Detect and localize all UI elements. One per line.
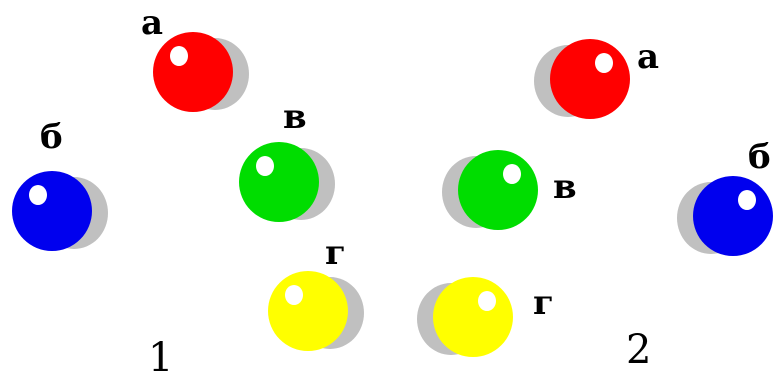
ball-1-blue — [12, 171, 108, 251]
label-2-v: в — [553, 170, 577, 204]
label-1-b: б — [40, 120, 63, 154]
label-1-a: а — [141, 6, 163, 40]
ball-2-yellow — [417, 277, 513, 357]
ball-2-green-body — [458, 150, 538, 230]
ball-2-blue-highlight — [738, 190, 756, 210]
label-2-b: б — [748, 140, 771, 174]
ball-1-red — [153, 32, 249, 112]
ball-1-yellow-highlight — [285, 285, 303, 305]
group-number-1: 1 — [148, 338, 173, 378]
ball-1-blue-highlight — [29, 185, 47, 205]
group-number-2: 2 — [626, 330, 651, 370]
ball-2-blue — [677, 176, 773, 256]
ball-1-red-body — [153, 32, 233, 112]
ball-2-green-highlight — [503, 164, 521, 184]
ball-1-red-highlight — [170, 46, 188, 66]
ball-1-yellow — [268, 271, 364, 351]
ball-2-yellow-body — [433, 277, 513, 357]
label-2-g: г — [533, 286, 554, 320]
ball-2-red — [534, 39, 630, 119]
label-1-g: г — [325, 236, 346, 270]
ball-2-red-body — [550, 39, 630, 119]
ball-1-green-highlight — [256, 156, 274, 176]
ball-1-blue-body — [12, 171, 92, 251]
label-2-a: а — [637, 40, 659, 74]
ball-1-green-body — [239, 142, 319, 222]
label-1-v: в — [283, 100, 307, 134]
ball-2-red-highlight — [595, 53, 613, 73]
ball-1-yellow-body — [268, 271, 348, 351]
ball-1-green — [239, 142, 335, 222]
ball-2-blue-body — [693, 176, 773, 256]
ball-2-yellow-highlight — [478, 291, 496, 311]
ball-2-green — [442, 150, 538, 230]
